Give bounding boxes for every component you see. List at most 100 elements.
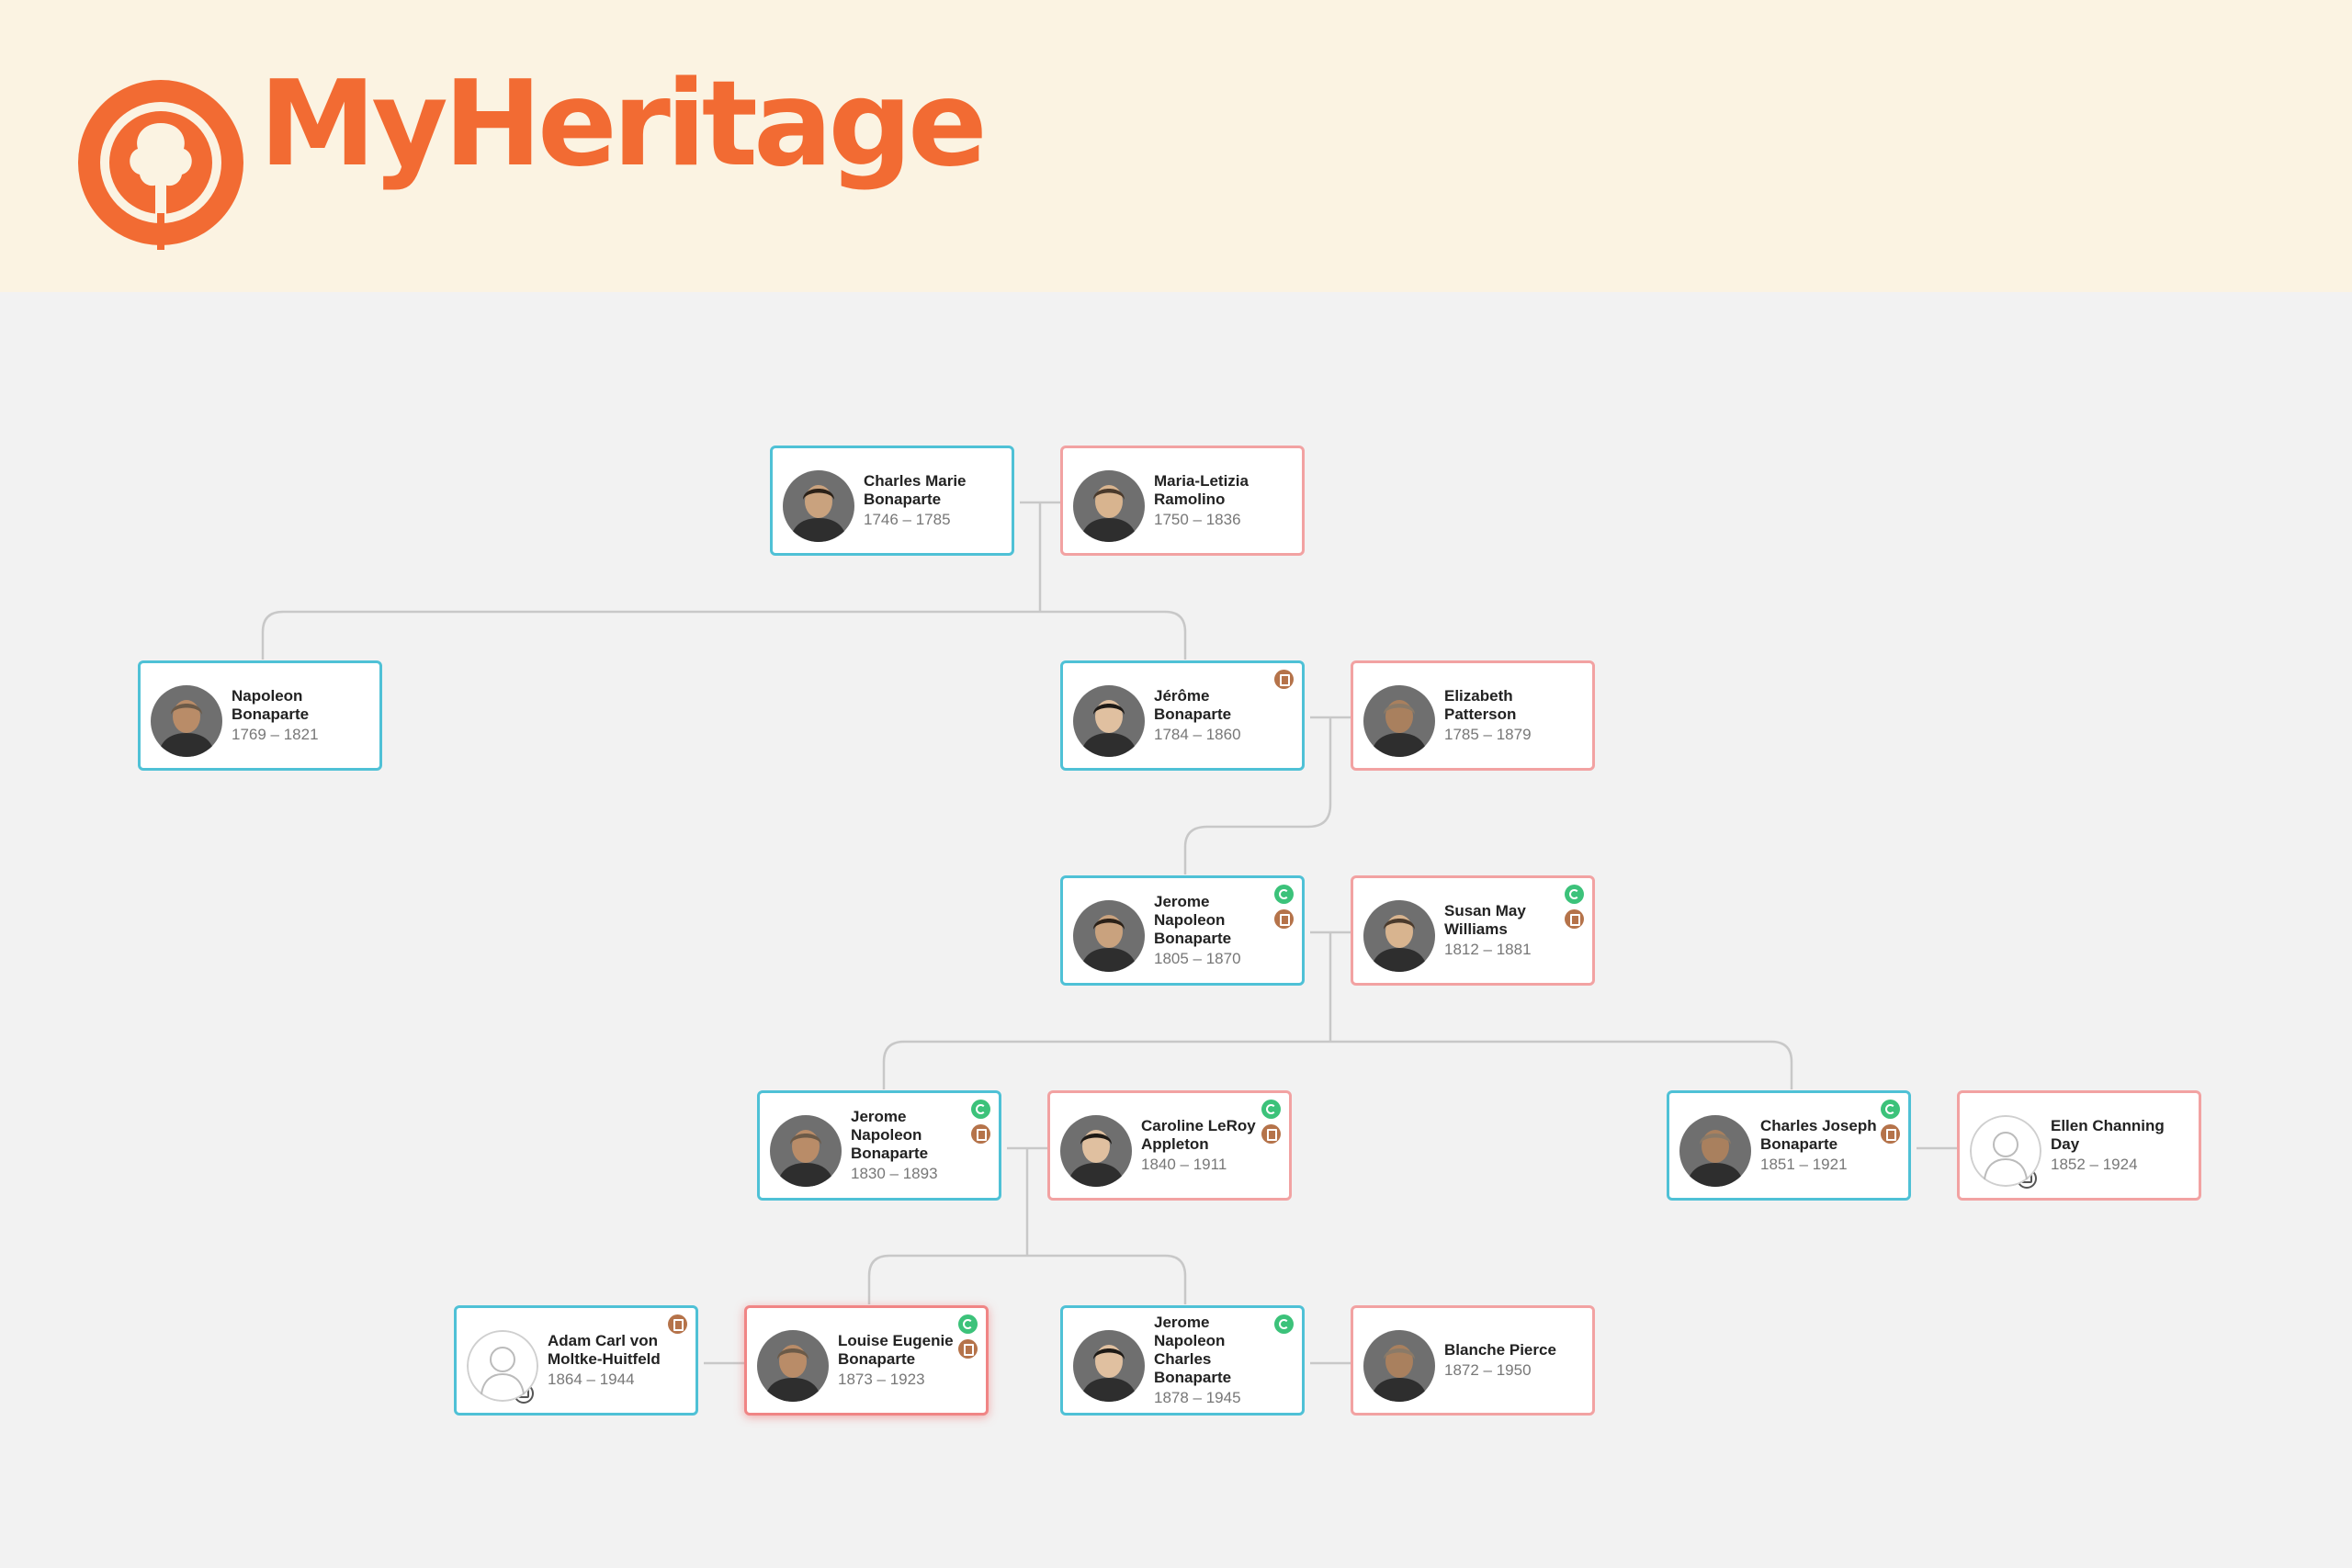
person-info: Susan May Williams 1812 – 1881: [1444, 878, 1561, 983]
badge-group: [1274, 1314, 1296, 1339]
person-info: Charles Joseph Bonaparte 1851 – 1921: [1760, 1093, 1877, 1198]
portrait-avatar[interactable]: [1363, 1330, 1435, 1402]
person-name[interactable]: Jerome Napoleon Bonaparte: [1154, 892, 1232, 947]
person-info: Ellen Channing Day 1852 – 1924: [2051, 1093, 2167, 1198]
badge-group: [1881, 1100, 1903, 1149]
person-dates: 1785 – 1879: [1444, 725, 1532, 743]
person-name[interactable]: Susan May Williams: [1444, 901, 1526, 938]
badge-group: [1274, 885, 1296, 934]
person-dates: 1769 – 1821: [232, 725, 319, 743]
avatar-placeholder-icon[interactable]: [1970, 1115, 2041, 1187]
smart-match-icon[interactable]: [971, 1100, 990, 1119]
person-card-napoleon[interactable]: Napoleon Bonaparte 1769 – 1821: [138, 660, 382, 771]
smart-match-icon[interactable]: [1261, 1100, 1281, 1119]
person-card-susan[interactable]: Susan May Williams 1812 – 1881: [1351, 875, 1595, 986]
smart-match-icon[interactable]: [1565, 885, 1584, 904]
person-info: Elizabeth Patterson 1785 – 1879: [1444, 663, 1561, 768]
person-dates: 1851 – 1921: [1760, 1155, 1848, 1173]
person-card-jerome-napoleon-1805[interactable]: Jerome Napoleon Bonaparte 1805 – 1870: [1060, 875, 1305, 986]
person-name[interactable]: Charles Joseph Bonaparte: [1760, 1116, 1877, 1153]
person-name[interactable]: Charles Marie Bonaparte: [864, 471, 967, 508]
person-dates: 1805 – 1870: [1154, 949, 1241, 967]
person-card-maria-letizia[interactable]: Maria-Letizia Ramolino 1750 – 1836: [1060, 446, 1305, 556]
person-card-adam[interactable]: Adam Carl von Moltke-Huitfeld 1864 – 1944: [454, 1305, 698, 1416]
person-dates: 1864 – 1944: [548, 1370, 635, 1388]
person-name[interactable]: Louise Eugenie Bonaparte: [838, 1331, 954, 1368]
portrait-avatar[interactable]: [1073, 685, 1145, 757]
person-card-jerome-napoleon-1830[interactable]: Jerome Napoleon Bonaparte 1830 – 1893: [757, 1090, 1001, 1201]
person-dates: 1873 – 1923: [838, 1370, 925, 1388]
person-name[interactable]: Jerome Napoleon Bonaparte: [851, 1107, 929, 1162]
person-dates: 1812 – 1881: [1444, 940, 1532, 958]
person-dates: 1830 – 1893: [851, 1164, 938, 1182]
person-dates: 1840 – 1911: [1141, 1155, 1227, 1173]
record-match-icon[interactable]: [971, 1124, 990, 1144]
portrait-avatar[interactable]: [1363, 900, 1435, 972]
portrait-avatar[interactable]: [1073, 900, 1145, 972]
portrait-avatar[interactable]: [757, 1330, 829, 1402]
portrait-avatar[interactable]: [1679, 1115, 1751, 1187]
person-name[interactable]: Jerome Napoleon Charles Bonaparte: [1154, 1313, 1232, 1386]
person-name[interactable]: Napoleon Bonaparte: [232, 686, 310, 723]
portrait-avatar[interactable]: [151, 685, 222, 757]
person-name[interactable]: Blanche Pierce: [1444, 1340, 1556, 1359]
smart-match-icon[interactable]: [1274, 1314, 1294, 1334]
portrait-avatar[interactable]: [770, 1115, 842, 1187]
record-match-icon[interactable]: [1565, 909, 1584, 929]
record-match-icon[interactable]: [1261, 1124, 1281, 1144]
person-card-louise[interactable]: Louise Eugenie Bonaparte 1873 – 1923: [744, 1305, 989, 1416]
person-info: Charles Marie Bonaparte 1746 – 1785: [864, 448, 980, 553]
badge-group: [1261, 1100, 1283, 1149]
brand-name: MyHeritage: [259, 56, 988, 193]
person-dates: 1750 – 1836: [1154, 510, 1241, 528]
person-dates: 1784 – 1860: [1154, 725, 1241, 743]
badge-group: [1565, 885, 1587, 934]
person-card-charles-marie[interactable]: Charles Marie Bonaparte 1746 – 1785: [770, 446, 1014, 556]
record-match-icon[interactable]: [958, 1339, 978, 1359]
person-card-elizabeth[interactable]: Elizabeth Patterson 1785 – 1879: [1351, 660, 1595, 771]
person-dates: 1878 – 1945: [1154, 1388, 1241, 1406]
person-card-ellen[interactable]: Ellen Channing Day 1852 – 1924: [1957, 1090, 2201, 1201]
badge-group: [971, 1100, 993, 1149]
person-name[interactable]: Jérôme Bonaparte: [1154, 686, 1232, 723]
portrait-avatar[interactable]: [1073, 1330, 1145, 1402]
person-dates: 1746 – 1785: [864, 510, 951, 528]
record-match-icon[interactable]: [1881, 1124, 1900, 1144]
person-card-charles-joseph[interactable]: Charles Joseph Bonaparte 1851 – 1921: [1667, 1090, 1911, 1201]
person-name[interactable]: Caroline LeRoy Appleton: [1141, 1116, 1256, 1153]
person-name[interactable]: Ellen Channing Day: [2051, 1116, 2165, 1153]
portrait-avatar[interactable]: [783, 470, 854, 542]
record-match-icon[interactable]: [1274, 670, 1294, 689]
person-info: Adam Carl von Moltke-Huitfeld 1864 – 1944: [548, 1308, 664, 1413]
person-card-jerome[interactable]: Jérôme Bonaparte 1784 – 1860: [1060, 660, 1305, 771]
person-name[interactable]: Adam Carl von Moltke-Huitfeld: [548, 1331, 661, 1368]
person-info: Jerome Napoleon Bonaparte 1830 – 1893: [851, 1093, 967, 1198]
portrait-avatar[interactable]: [1073, 470, 1145, 542]
person-name[interactable]: Elizabeth Patterson: [1444, 686, 1517, 723]
person-dates: 1872 – 1950: [1444, 1360, 1532, 1379]
portrait-avatar[interactable]: [1363, 685, 1435, 757]
person-info: Caroline LeRoy Appleton 1840 – 1911: [1141, 1093, 1258, 1198]
person-card-jerome-napoleon-charles[interactable]: Jerome Napoleon Charles Bonaparte 1878 – …: [1060, 1305, 1305, 1416]
person-card-caroline[interactable]: Caroline LeRoy Appleton 1840 – 1911: [1047, 1090, 1292, 1201]
person-info: Napoleon Bonaparte 1769 – 1821: [232, 663, 348, 768]
person-info: Jerome Napoleon Charles Bonaparte 1878 – …: [1154, 1308, 1271, 1413]
smart-match-icon[interactable]: [1881, 1100, 1900, 1119]
person-info: Jerome Napoleon Bonaparte 1805 – 1870: [1154, 878, 1271, 983]
smart-match-icon[interactable]: [1274, 885, 1294, 904]
badge-group: [1274, 670, 1296, 694]
brand-header: MyHeritage: [0, 0, 2352, 292]
person-name[interactable]: Maria-Letizia Ramolino: [1154, 471, 1249, 508]
badge-group: [958, 1314, 980, 1364]
portrait-avatar[interactable]: [1060, 1115, 1132, 1187]
record-match-icon[interactable]: [1274, 909, 1294, 929]
person-info: Maria-Letizia Ramolino 1750 – 1836: [1154, 448, 1271, 553]
person-info: Louise Eugenie Bonaparte 1873 – 1923: [838, 1308, 955, 1413]
person-dates: 1852 – 1924: [2051, 1155, 2138, 1173]
avatar-placeholder-icon[interactable]: [467, 1330, 538, 1402]
smart-match-icon[interactable]: [958, 1314, 978, 1334]
record-match-icon[interactable]: [668, 1314, 687, 1334]
